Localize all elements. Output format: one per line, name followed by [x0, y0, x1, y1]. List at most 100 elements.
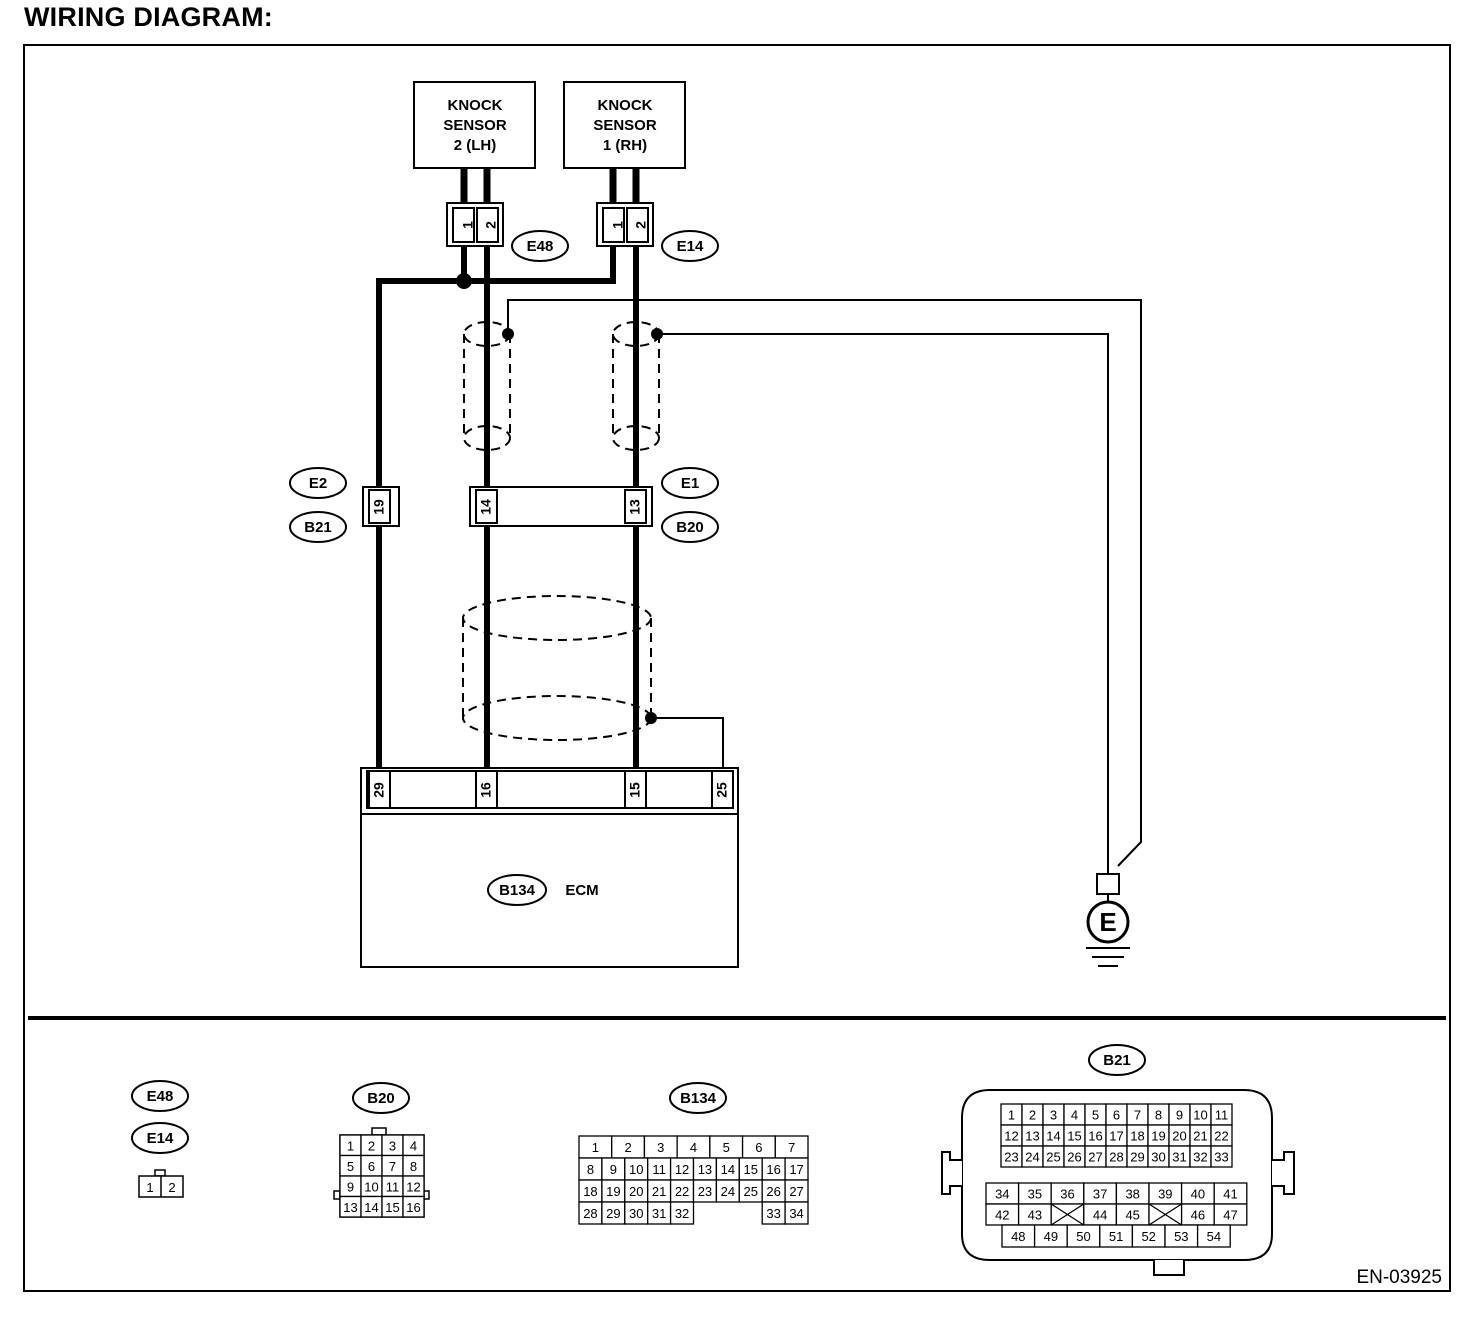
- b20-pin-16: 16: [402, 1195, 425, 1218]
- svg-text:10: 10: [1193, 1108, 1207, 1123]
- b20-pin-4: 4: [402, 1134, 425, 1157]
- svg-text:26: 26: [1067, 1150, 1081, 1165]
- b21-pin-42: 42: [985, 1203, 1020, 1226]
- svg-text:1 (RH): 1 (RH): [603, 137, 647, 154]
- svg-text:46: 46: [1191, 1208, 1205, 1223]
- b21-pin-43: 43: [1017, 1203, 1052, 1226]
- svg-text:B134: B134: [499, 882, 536, 899]
- svg-text:17: 17: [1109, 1129, 1123, 1144]
- svg-text:13: 13: [343, 1200, 357, 1215]
- connector-b21-label: B21: [289, 511, 347, 543]
- svg-text:9: 9: [1176, 1108, 1183, 1123]
- b134-pin-16: 16: [761, 1157, 786, 1181]
- b21-pin-18: 18: [1126, 1124, 1149, 1147]
- b21-pin-26: 26: [1063, 1145, 1086, 1168]
- svg-text:31: 31: [1172, 1150, 1186, 1165]
- ground-symbol: E: [1086, 873, 1130, 967]
- b21-pin-25: 25: [1042, 1145, 1065, 1168]
- connector-e48-label: E48: [511, 230, 569, 262]
- svg-text:E: E: [1099, 907, 1116, 937]
- svg-text:E14: E14: [147, 1130, 174, 1147]
- b134-pin-19: 19: [601, 1179, 626, 1203]
- svg-text:20: 20: [1172, 1129, 1186, 1144]
- b21-pin-3: 3: [1042, 1103, 1065, 1126]
- b21-pin-14: 14: [1042, 1124, 1065, 1147]
- svg-text:E48: E48: [147, 1088, 174, 1105]
- svg-text:48: 48: [1011, 1229, 1025, 1244]
- svg-text:13: 13: [698, 1162, 712, 1177]
- svg-text:3: 3: [657, 1140, 664, 1155]
- svg-text:8: 8: [1155, 1108, 1162, 1123]
- b21-pin-46: 46: [1180, 1203, 1215, 1226]
- svg-text:4: 4: [410, 1138, 417, 1153]
- ecm-pin-25: [711, 770, 734, 809]
- figure-code: EN-03925: [1356, 1267, 1442, 1288]
- b21-pin-49: 49: [1033, 1224, 1068, 1248]
- svg-text:KNOCK: KNOCK: [598, 97, 653, 114]
- b21-pin-35: 35: [1017, 1182, 1052, 1205]
- shield-rh: [612, 321, 660, 451]
- svg-text:SENSOR: SENSOR: [593, 117, 657, 134]
- b21-pin-36: 36: [1050, 1182, 1085, 1205]
- svg-text:5: 5: [1092, 1108, 1099, 1123]
- b20-pin-5: 5: [339, 1154, 362, 1177]
- b134-pin-5: 5: [709, 1135, 744, 1159]
- b134-pin-3: 3: [643, 1135, 678, 1159]
- b21-pin-31: 31: [1168, 1145, 1191, 1168]
- b21-pin-39: 39: [1148, 1182, 1183, 1205]
- b20-pin-9: 9: [339, 1175, 362, 1198]
- b21-pin-9: 9: [1168, 1103, 1191, 1126]
- b134-pin-20: 20: [624, 1179, 649, 1203]
- b21-pin-29: 29: [1126, 1145, 1149, 1168]
- svg-text:27: 27: [1088, 1150, 1102, 1165]
- svg-text:2: 2: [624, 1140, 631, 1155]
- b134-pin-10: 10: [624, 1157, 649, 1181]
- svg-text:12: 12: [1004, 1129, 1018, 1144]
- b134-pin-30: 30: [624, 1201, 649, 1225]
- splice-points: [456, 273, 663, 724]
- knock-sensor-2-lh: KNOCK SENSOR 2 (LH): [413, 81, 536, 169]
- b21-pin-22: 22: [1210, 1124, 1233, 1147]
- b21-pin-11: 11: [1210, 1103, 1233, 1126]
- svg-text:51: 51: [1109, 1229, 1123, 1244]
- b21-pin-4: 4: [1063, 1103, 1086, 1126]
- b21-pin-17: 17: [1105, 1124, 1128, 1147]
- b21-pin-6: 6: [1105, 1103, 1128, 1126]
- svg-text:45: 45: [1125, 1208, 1139, 1223]
- svg-text:15: 15: [385, 1200, 399, 1215]
- svg-text:10: 10: [629, 1162, 643, 1177]
- b134-pin-15: 15: [738, 1157, 763, 1181]
- b134-pin-2: 2: [611, 1135, 646, 1159]
- ecm-pin-29: [368, 770, 391, 809]
- svg-text:5: 5: [347, 1159, 354, 1174]
- svg-text:1: 1: [347, 1138, 354, 1153]
- svg-text:16: 16: [478, 782, 494, 798]
- svg-text:21: 21: [1193, 1129, 1207, 1144]
- b134-pin-34: 34: [784, 1201, 809, 1225]
- b21-pin-38: 38: [1115, 1182, 1150, 1205]
- svg-text:13: 13: [627, 499, 643, 515]
- svg-text:15: 15: [627, 782, 643, 798]
- b134-pin-14: 14: [715, 1157, 740, 1181]
- svg-text:28: 28: [583, 1206, 597, 1221]
- svg-text:4: 4: [690, 1140, 697, 1155]
- b134-pin-13: 13: [692, 1157, 718, 1181]
- b21-pin-41: 41: [1213, 1182, 1248, 1205]
- b20-pin-2: 2: [360, 1134, 383, 1157]
- b134-pin-17: 17: [784, 1157, 809, 1181]
- svg-text:18: 18: [1130, 1129, 1144, 1144]
- svg-text:6: 6: [755, 1140, 762, 1155]
- b21-pin-12: 12: [1000, 1124, 1023, 1147]
- blank-cavity: [1148, 1203, 1183, 1226]
- ecm-unit: 29 16 15 25 B134 ECM: [360, 767, 739, 968]
- svg-text:47: 47: [1223, 1208, 1237, 1223]
- svg-text:33: 33: [1214, 1150, 1228, 1165]
- b21-pin-19: 19: [1147, 1124, 1170, 1147]
- svg-text:3: 3: [389, 1138, 396, 1153]
- svg-text:6: 6: [1113, 1108, 1120, 1123]
- svg-text:E48: E48: [527, 238, 554, 255]
- svg-text:26: 26: [766, 1184, 780, 1199]
- b21-pin-7: 7: [1126, 1103, 1149, 1126]
- b134-pin-18: 18: [578, 1179, 603, 1203]
